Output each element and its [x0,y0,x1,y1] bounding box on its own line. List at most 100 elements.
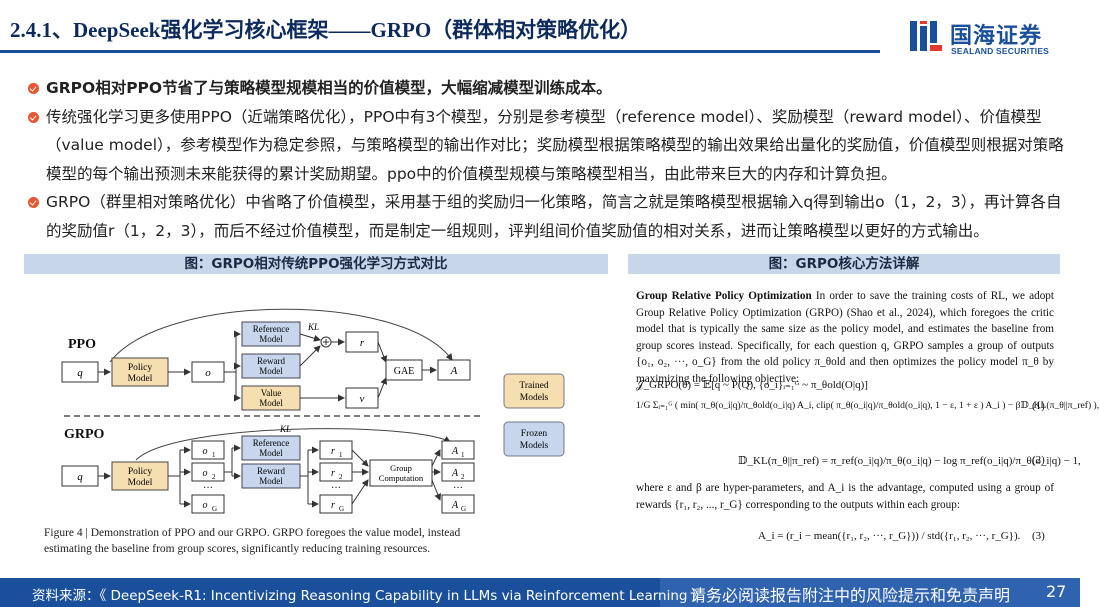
grpo-r1-box [319,440,353,460]
equation-2-number: (2) [1032,454,1045,466]
grpo-o2-box [191,462,225,482]
page-title: 2.4.1、DeepSeek强化学习核心框架——GRPO（群体相对策略优化） [10,18,642,42]
grpo-r-dots: ··· [331,483,341,494]
grpo-og-sub: G [212,505,217,513]
ppo-o-text: o [205,367,211,379]
equation-1a: 𝒥_GRPO(θ) = 𝔼[q ~ P(Q), {o_i}ᵢ₌₁ᴳ ~ π_θo… [636,379,868,391]
left-figure-caption: 图：GRPO相对传统PPO强化学习方式对比 [24,254,608,274]
ppo-gae-text: GAE [394,366,415,377]
grpo-rg-text: r [331,500,335,511]
check-circle-icon [28,83,39,94]
grpo-og-text: o [203,500,208,511]
ppo-reference-model [241,321,301,347]
ppo-policy-model [111,357,169,387]
ppo-q-text: q [77,367,83,379]
grpo-a-dots: ··· [453,483,463,494]
grpo-ag-sub: G [461,505,466,513]
grpo-rg-box [319,494,353,514]
ppo-ref-l1: Reference [253,324,289,334]
bullet-text: GRPO相对PPO节省了与策略模型规模相当的价值模型，大幅缩减模型训练成本。 [46,79,612,97]
source-note: 资料来源：《 DeepSeek-R1: Incentivizing Reason… [32,588,706,604]
grpo-reward-model [241,463,301,489]
title-divider [0,50,880,53]
ppo-label: PPO [68,337,96,352]
sealand-logo-icon [910,21,942,51]
ppo-a-text: A [450,365,458,377]
paper-text1: In order to save the training costs of R… [636,290,1055,385]
logo-en-text: SEALAND SECURITIES [951,46,1050,56]
grpo-r1-sub: 1 [339,451,343,459]
legend-trained-l1: Trained [519,381,548,391]
equation-1b: 1/G Σᵢ₌₁ᴳ ( min( π_θ(o_i|q)/π_θold(o_i|q… [636,400,1099,411]
page-number: 27 [1046,582,1067,601]
ppo-v-text: v [360,393,365,405]
grpo-reward-l2: Model [259,476,283,486]
grpo-a1-sub: 1 [461,451,465,459]
company-logo: 国海证券 SEALAND SECURITIES [906,16,1066,60]
grpo-o-dots: ··· [203,483,213,494]
grpo-reward-l1: Reward [257,466,285,476]
paper-heading: Group Relative Policy Optimization [636,290,812,302]
equation-3-number: (3) [1032,530,1045,542]
grpo-o1-box [191,440,225,460]
bullet-item: GRPO相对PPO节省了与策略模型规模相当的价值模型，大幅缩减模型训练成本。 [28,74,1068,103]
ppo-a-box [437,359,471,381]
ppo-grpo-diagram: PPO q Policy Model o Reference Model Rew… [24,282,608,572]
diagram-svg: PPO q Policy Model o Reference Model Rew… [44,308,565,555]
bullet-text: 传统强化学习更多使用PPO（近端策略优化），PPO中有3个模型，分别是参考模型（… [46,107,1064,183]
grpo-r2-sub: 2 [339,473,343,481]
grpo-policy-l2: Model [128,478,153,488]
grpo-og-box [191,494,225,514]
grpo-ag-box [441,494,475,514]
bullet-list: GRPO相对PPO节省了与策略模型规模相当的价值模型，大幅缩减模型训练成本。 传… [28,74,1068,245]
legend-frozen-l2: Models [520,441,549,451]
grpo-o1-text: o [203,446,208,457]
ppo-value-l1: Value [261,388,282,398]
grpo-r2-text: r [331,468,335,479]
grpo-o1-sub: 1 [212,451,216,459]
ppo-reward-l2: Model [259,366,283,376]
grpo-reference-model [241,435,301,461]
equation-2: 𝔻_KL(π_θ||π_ref) = π_ref(o_i|q)/π_θ(o_i|… [738,455,1081,467]
grpo-ref-l2: Model [259,448,283,458]
grpo-o2-sub: 2 [212,473,216,481]
group-computation-box [369,459,433,487]
bullet-item: 传统强化学习更多使用PPO（近端策略优化），PPO中有3个模型，分别是参考模型（… [28,103,1068,189]
grpo-o2-text: o [203,468,208,479]
ppo-reward-l1: Reward [257,356,285,366]
check-circle-icon [28,197,39,208]
grpo-a2-text: A [451,468,459,479]
figure-caption-line1: Figure 4 | Demonstration of PPO and our … [44,527,461,539]
grpo-ag-text: A [451,500,459,511]
check-circle-icon [28,111,39,123]
legend-trained-l2: Models [520,393,549,403]
grpo-rg-sub: G [339,505,344,513]
equation-1-number: (1) [1032,400,1045,412]
disclaimer-text: 请务必阅读报告附注中的风险提示和免责声明 [690,586,1011,605]
footer-accent-band [660,578,1080,607]
grpo-a1-box [441,440,475,460]
bullet-item: GRPO（群里相对策略优化）中省略了价值模型，采用基于组的奖励归一化策略，简言之… [28,188,1068,245]
grpo-a2-box [441,462,475,482]
paper-text2: where ε and β are hyper-parameters, and … [636,482,1054,511]
legend-frozen-l1: Frozen [521,429,548,439]
group-comp-l2: Computation [379,473,424,483]
grpo-label: GRPO [64,427,105,442]
grpo-r1-text: r [331,446,335,457]
grpo-paper-excerpt: Group Relative Policy Optimization In or… [628,282,1099,572]
figure-caption-line2: estimating the baseline from group score… [44,543,430,555]
ppo-policy-l1: Policy [128,363,153,373]
equation-3: A_i = (r_i − mean({r₁, r₂, ···, r_G})) /… [758,530,1021,542]
grpo-policy-l1: Policy [128,467,153,477]
ppo-reward-model [241,353,301,379]
grpo-r2-box [319,462,353,482]
bullet-text: GRPO（群里相对策略优化）中省略了价值模型，采用基于组的奖励归一化策略，简言之… [46,193,1062,240]
group-comp-l1: Group [390,463,412,473]
legend-frozen-models [503,421,565,457]
ppo-ref-l2: Model [259,334,283,344]
right-figure-caption: 图：GRPO核心方法详解 [628,254,1060,274]
ppo-r-text: r [360,337,365,349]
grpo-ref-l1: Reference [253,438,289,448]
ppo-kl-label: KL [307,322,319,332]
grpo-q-text: q [77,471,83,483]
